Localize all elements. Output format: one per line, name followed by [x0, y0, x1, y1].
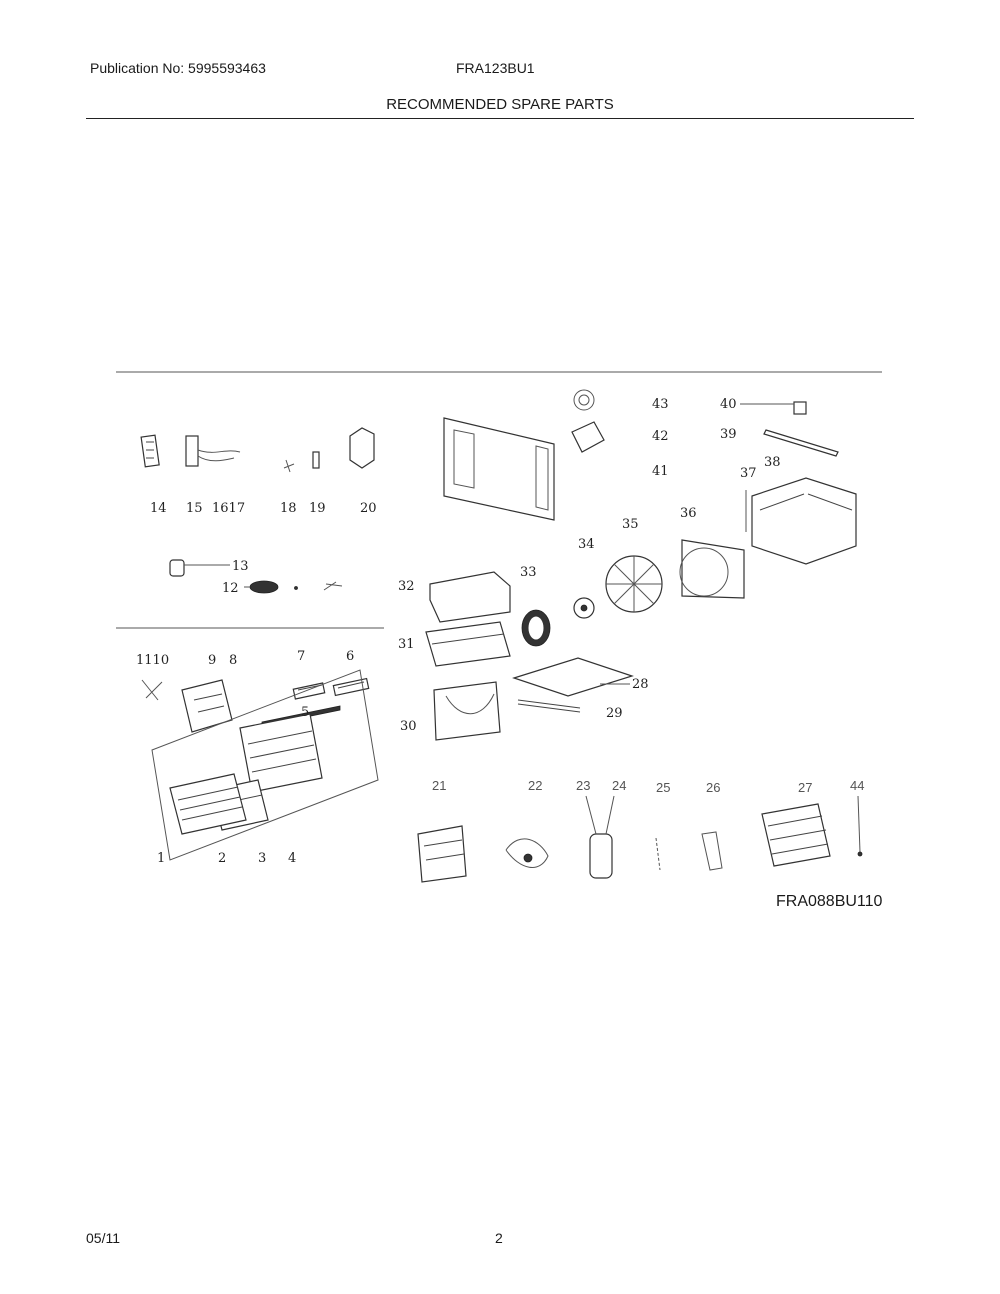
callout-2: 2	[218, 851, 226, 866]
footer-date: 05/11	[86, 1230, 120, 1246]
part-40-clip	[740, 401, 807, 415]
front-assembly-outline	[151, 669, 379, 861]
callout-36: 36	[680, 506, 697, 521]
part-43-coil	[573, 389, 595, 411]
part-28-tray	[512, 657, 634, 697]
callout-12: 12	[222, 581, 239, 596]
callout-9: 9	[208, 653, 216, 668]
publication-number: Publication No: 5995593463	[90, 60, 266, 76]
callout-4: 4	[288, 851, 296, 866]
callout-32: 32	[398, 579, 415, 594]
part-42-bracket	[571, 421, 605, 453]
callout-33: 33	[520, 565, 537, 580]
part-36-shroud	[679, 539, 745, 599]
part-15-harness	[185, 435, 241, 467]
part-39-strip	[763, 429, 839, 457]
part-35-fan	[605, 555, 663, 613]
page-title: RECOMMENDED SPARE PARTS	[386, 96, 614, 113]
callout-44: 44	[850, 778, 864, 793]
part-18-sensor	[283, 459, 295, 473]
part-25-tube	[655, 837, 661, 871]
part-4-front-panel	[239, 713, 323, 793]
part-14-board	[140, 434, 160, 468]
page-number: 2	[495, 1230, 503, 1246]
part-34-motor	[573, 597, 595, 619]
part-wire-clip	[294, 581, 343, 591]
callout-43: 43	[652, 397, 669, 412]
callout-37: 37	[740, 466, 757, 481]
part-2-grille	[169, 773, 247, 835]
part-19-fuse	[312, 451, 320, 469]
callout-39: 39	[720, 427, 737, 442]
part-29-seal	[517, 699, 581, 713]
part-26-tube	[701, 831, 723, 871]
header-rule	[86, 118, 914, 119]
part-22-motor	[505, 838, 549, 868]
diagram-code: FRA088BU110	[776, 893, 883, 910]
callout-24: 24	[612, 778, 626, 793]
part-12-remote	[244, 580, 279, 594]
callout-41: 41	[652, 464, 669, 479]
callout-7: 7	[297, 649, 305, 664]
part-13-switch	[169, 559, 230, 577]
part-31-base	[425, 621, 511, 667]
part-33-blower	[521, 609, 551, 647]
callout-30: 30	[400, 719, 417, 734]
part-11-10-screw	[141, 679, 163, 701]
part-32-duct	[429, 571, 511, 623]
callout-40: 40	[720, 397, 737, 412]
window-frame	[443, 417, 555, 521]
callout-1617: 1617	[212, 501, 245, 516]
callout-31: 31	[398, 637, 415, 652]
part-27-condenser	[761, 803, 831, 867]
callout-20: 20	[360, 501, 377, 516]
callout-18: 18	[280, 501, 297, 516]
part-21-evaporator	[417, 825, 467, 883]
callout-6: 6	[346, 649, 354, 664]
callout-23: 23	[576, 778, 590, 793]
callout-35: 35	[622, 517, 639, 532]
callout-38: 38	[764, 455, 781, 470]
callout-25: 25	[656, 780, 670, 795]
callout-15: 15	[186, 501, 203, 516]
part-20-box	[349, 427, 375, 469]
callout-14: 14	[150, 501, 167, 516]
callout-19: 19	[309, 501, 326, 516]
callout-1: 1	[157, 851, 165, 866]
callout-3: 3	[258, 851, 266, 866]
callout-5: 5	[301, 705, 309, 720]
part-23-24-capacitor	[585, 795, 615, 879]
part-9-8-panel	[181, 679, 233, 733]
callout-28: 28	[632, 677, 649, 692]
callout-34: 34	[578, 537, 595, 552]
callout-42: 42	[652, 429, 669, 444]
callout-22: 22	[528, 778, 542, 793]
callout-21: 21	[432, 778, 446, 793]
exploded-parts-diagram: 1 2 3 4 5 6 7 8 9 1110 12 13 14 15 1617 …	[116, 371, 882, 883]
callout-1110: 1110	[136, 653, 169, 668]
callout-29: 29	[606, 706, 623, 721]
callout-8: 8	[229, 653, 237, 668]
part-6-filter	[332, 677, 370, 697]
part-30-scroll	[433, 681, 501, 741]
part-38-cabinet	[751, 477, 857, 565]
callout-27: 27	[798, 780, 812, 795]
callout-26: 26	[706, 780, 720, 795]
part-44-wire	[857, 795, 863, 857]
model-number: FRA123BU1	[456, 60, 535, 76]
callout-13: 13	[232, 559, 249, 574]
